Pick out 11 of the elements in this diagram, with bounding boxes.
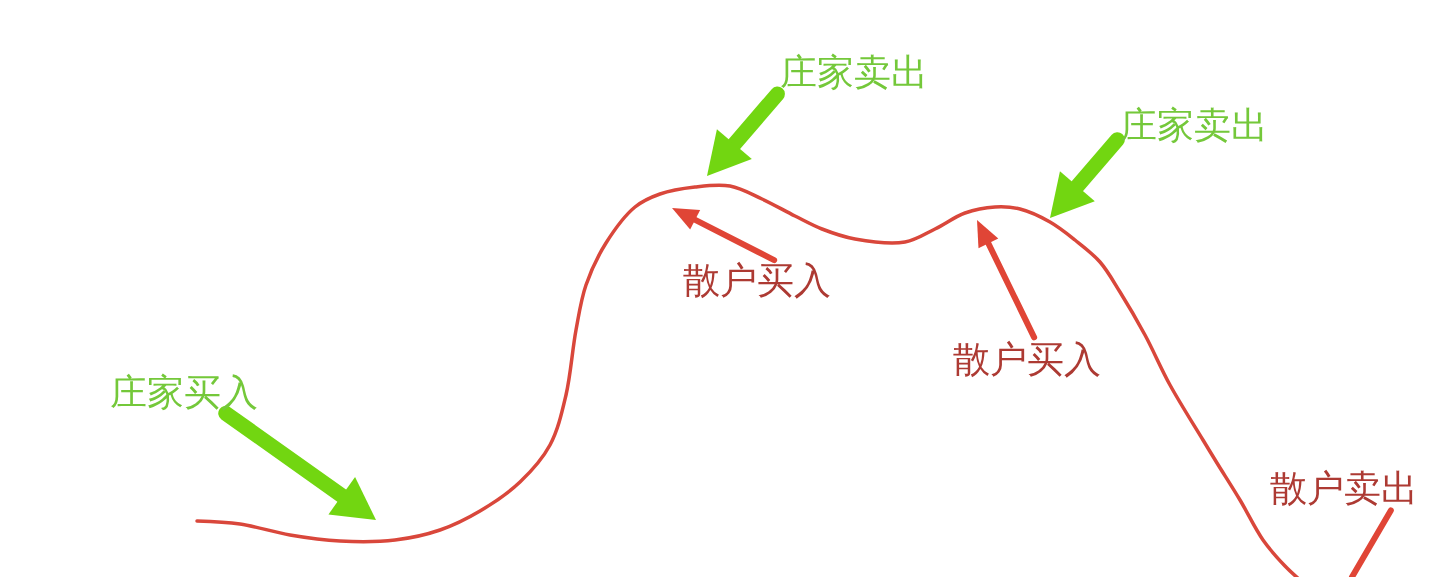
callout-label: 庄家买入 bbox=[110, 374, 258, 411]
arrow bbox=[1050, 132, 1125, 218]
callout-label: 散户买入 bbox=[683, 262, 831, 299]
callout-label: 庄家卖出 bbox=[780, 54, 928, 91]
arrow bbox=[218, 405, 376, 520]
callout-label: 散户买入 bbox=[953, 341, 1101, 378]
arrow bbox=[977, 220, 1038, 341]
callout-label: 庄家卖出 bbox=[1120, 107, 1268, 144]
arrow bbox=[672, 208, 778, 264]
arrow bbox=[707, 86, 785, 176]
callout-label: 散户卖出 bbox=[1270, 470, 1418, 507]
